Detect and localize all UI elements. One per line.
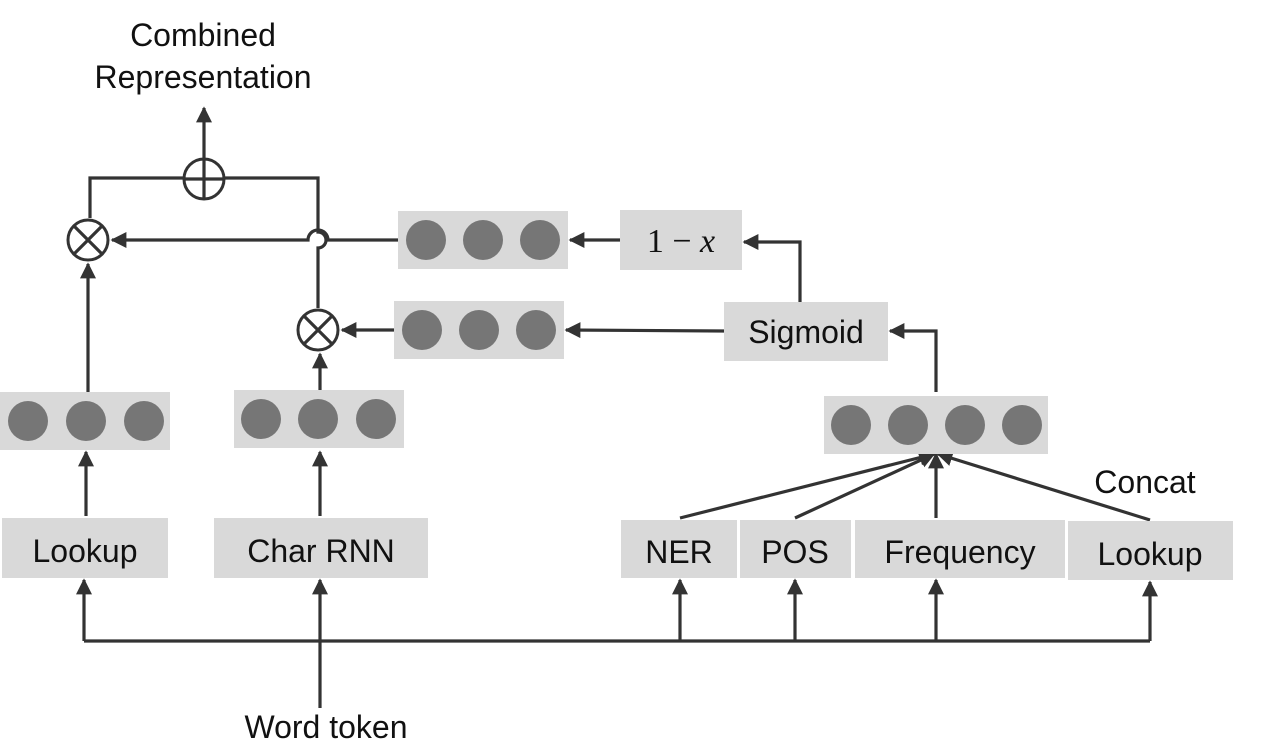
lookup-box: Lookup xyxy=(2,518,168,578)
feature-lookup-label: Lookup xyxy=(1098,536,1203,572)
pos-box: POS xyxy=(740,520,851,578)
char-rnn-label: Char RNN xyxy=(247,533,395,569)
word-token-label: Word token xyxy=(244,709,407,745)
vector-dot xyxy=(406,220,446,260)
multiply-operator-icon-right xyxy=(296,308,340,352)
multiply-operator-icon-left xyxy=(66,218,110,262)
ner-label: NER xyxy=(645,534,713,570)
arrow-sigmoid-to-one-minus-x xyxy=(742,234,802,302)
char-rnn-box: Char RNN xyxy=(214,518,428,578)
sigmoid-label: Sigmoid xyxy=(748,314,864,350)
vector-dot xyxy=(945,405,985,445)
vector-dot xyxy=(459,310,499,350)
char-embedding-vector xyxy=(234,390,404,448)
vector-dot xyxy=(463,220,503,260)
arrow-ner-to-concat xyxy=(679,449,936,520)
vector-dot xyxy=(356,399,396,439)
concat-vector xyxy=(824,396,1048,454)
vector-dot xyxy=(516,310,556,350)
vector-dot xyxy=(298,399,338,439)
concat-label: Concat xyxy=(1094,464,1196,500)
title-line-2: Representation xyxy=(94,59,311,95)
ner-box: NER xyxy=(621,520,737,578)
vector-dot xyxy=(1002,405,1042,445)
vector-dot xyxy=(241,399,281,439)
add-operator-icon xyxy=(182,157,226,201)
vector-dot xyxy=(66,401,106,441)
vector-dot xyxy=(831,405,871,445)
feature-lookup-box: Lookup xyxy=(1068,521,1233,580)
lookup-label: Lookup xyxy=(33,533,138,569)
arrow-feature-lookup-to-concat xyxy=(936,450,1151,522)
gate-vector xyxy=(394,301,564,359)
one-minus-x-box: 1 − x xyxy=(620,210,742,270)
word-embedding-vector xyxy=(0,392,170,450)
frequency-label: Frequency xyxy=(884,534,1035,570)
title-line-1: Combined xyxy=(130,17,276,53)
arrow-complement-to-left-mult xyxy=(110,228,398,248)
pos-label: POS xyxy=(761,534,829,570)
frequency-box: Frequency xyxy=(855,520,1065,578)
vector-dot xyxy=(520,220,560,260)
vector-dot xyxy=(888,405,928,445)
one-minus-x-label: 1 − x xyxy=(647,223,715,260)
arrow-pos-to-concat xyxy=(794,452,936,520)
vector-dot xyxy=(402,310,442,350)
arrow-sigmoid-to-gate-vector xyxy=(564,322,725,339)
vector-dot xyxy=(124,401,164,441)
arrow-concat-to-sigmoid xyxy=(888,323,938,392)
sigmoid-box: Sigmoid xyxy=(724,302,888,361)
gate-complement-vector xyxy=(398,211,568,269)
wire-right-mult-to-add xyxy=(224,176,328,308)
wire-left-mult-to-add xyxy=(88,176,184,218)
vector-dot xyxy=(8,401,48,441)
